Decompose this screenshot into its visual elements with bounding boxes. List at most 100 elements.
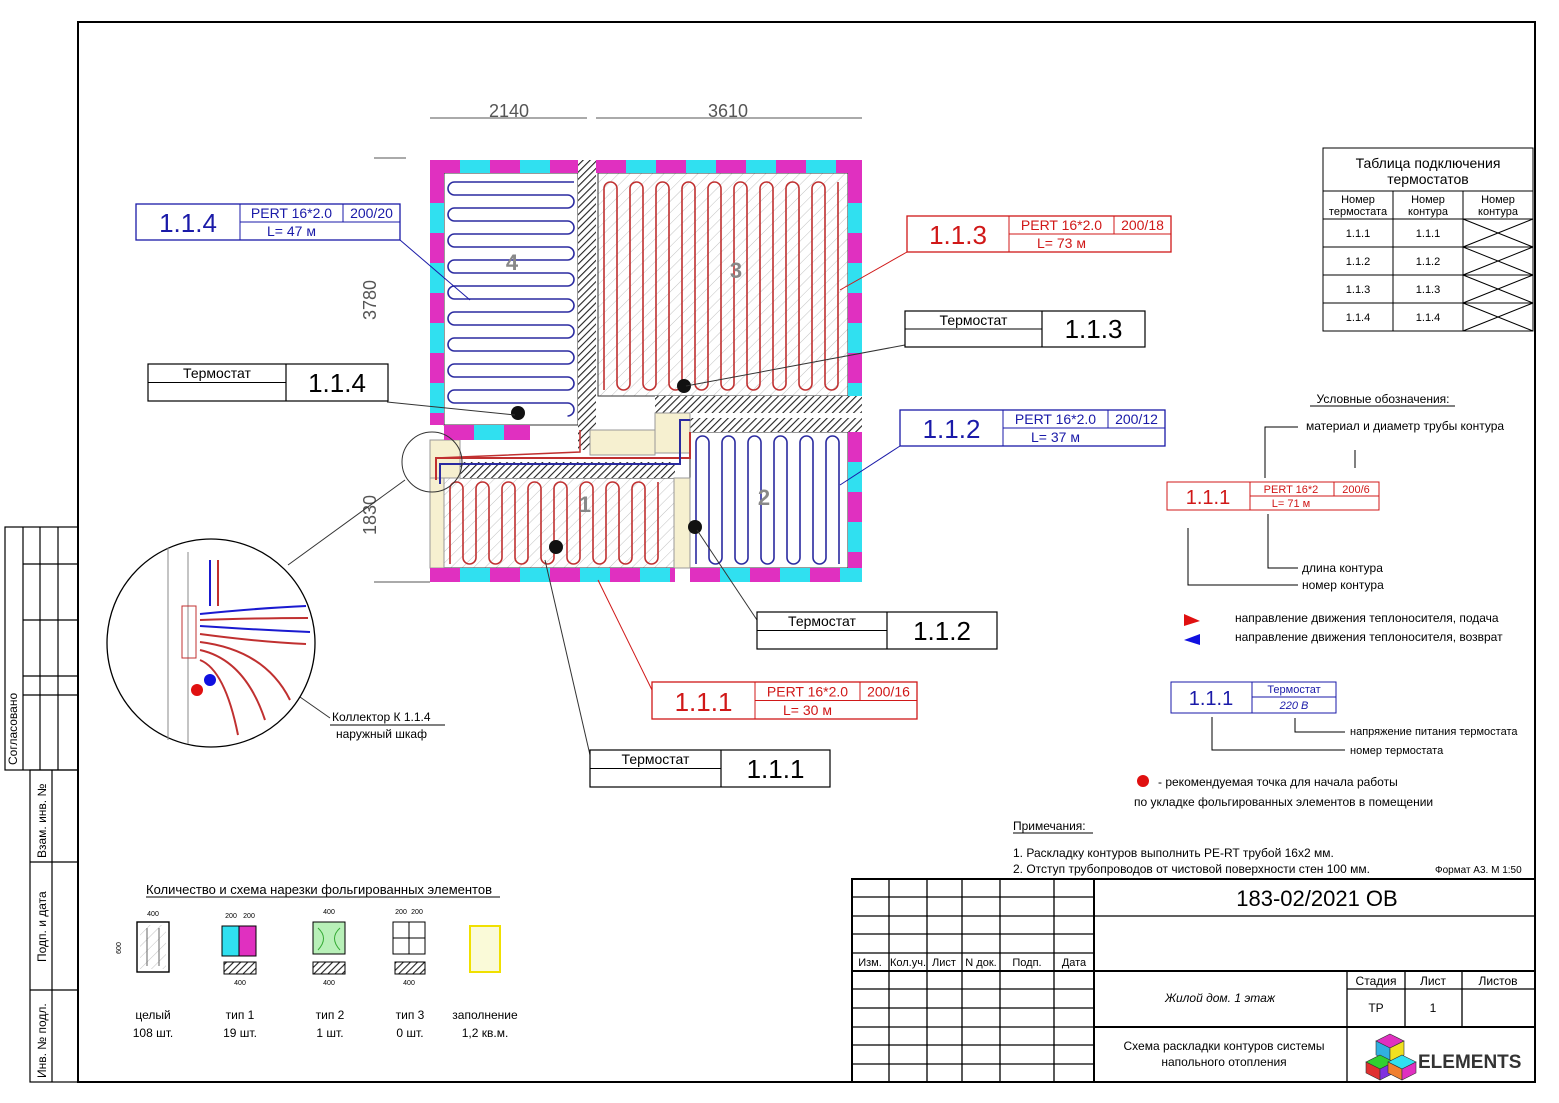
- thermo-table-cell: 1.1.2: [1346, 256, 1370, 268]
- foil-strip-segment: [848, 323, 862, 353]
- legend-sample-id: 1.1.1: [1186, 487, 1230, 509]
- foil-strip-segment: [670, 568, 675, 582]
- dim-top-left: 2140: [489, 101, 529, 121]
- thermostat-id: 1.1.1: [747, 754, 805, 784]
- side-inv-zam-label: Взам. инв. №: [35, 784, 49, 858]
- circuit-pipe: PERT 16*2.0: [251, 205, 332, 221]
- foil-strip-segment: [430, 353, 444, 383]
- svg-text:200: 200: [243, 913, 255, 920]
- foil-strip-segment: [656, 160, 686, 173]
- foil-strip-segment: [716, 160, 746, 173]
- dim-left-top: 3780: [360, 280, 380, 320]
- legend-contour-length: длина контура: [1302, 561, 1383, 575]
- stamp-column-header: Кол.уч.: [890, 957, 926, 969]
- legend-thermostat-box: [1170, 681, 1337, 714]
- foil-strip-segment: [430, 293, 444, 323]
- collector-detail: [106, 538, 316, 748]
- pipe-loop-room-2: [695, 435, 840, 565]
- foil-strip-segment: [780, 568, 810, 582]
- foil-strip-segment: [810, 568, 840, 582]
- legend-start-point-1: - рекомендуемая точка для начала работы: [1158, 775, 1398, 789]
- svg-text:200: 200: [411, 909, 423, 916]
- format-note: Формат А3. М 1:50: [1435, 865, 1522, 876]
- foil-strip-segment: [720, 568, 750, 582]
- foil-strip-segment: [848, 263, 862, 293]
- wall-block: [655, 396, 862, 413]
- leader-lines: [287, 239, 908, 756]
- foil-border-strips: [430, 160, 862, 582]
- foil-strip-segment: [520, 568, 550, 582]
- svg-text:600: 600: [116, 942, 123, 954]
- stamp-column-header: Дата: [1062, 957, 1087, 969]
- stamp-column-header: Изм.: [858, 957, 882, 969]
- foil-element-name: целый: [135, 1008, 170, 1022]
- collector-label-1: Коллектор К 1.1.4: [332, 710, 431, 724]
- room-3-area: [597, 172, 849, 397]
- filler-strip: [589, 429, 656, 456]
- foil-strip-segment: [430, 203, 444, 233]
- thermostat-sensor-1-1-1: [549, 540, 563, 554]
- thermostat-label: Термостат: [788, 613, 856, 629]
- foil-strip-segment: [848, 293, 862, 323]
- notes-title: Примечания:: [1013, 819, 1086, 833]
- foil-element-filler: [469, 925, 501, 973]
- pipe-loop-room-1: [449, 481, 659, 565]
- foil-strip-segment: [580, 568, 610, 582]
- foil-strip-segment: [626, 160, 656, 173]
- stamp-code: 183-02/2021 ОВ: [1236, 886, 1397, 911]
- stamp-column-header: Лист: [932, 957, 956, 969]
- thermo-table-cell: 1.1.2: [1416, 256, 1440, 268]
- svg-text:400: 400: [403, 980, 415, 987]
- foil-strip-segment: [520, 160, 550, 173]
- wall-block: [690, 418, 862, 432]
- pipe-loop-room-3: [603, 181, 839, 391]
- foil-strip-segment: [848, 522, 862, 552]
- foil-strip-segment: [444, 425, 474, 440]
- supply-arrow-icon: [1184, 614, 1200, 626]
- legend-material: материал и диаметр трубы контура: [1306, 419, 1504, 433]
- legend-sample-length: L= 71 м: [1272, 498, 1310, 510]
- foil-strip-segment: [776, 160, 806, 173]
- wall-block: [460, 462, 675, 478]
- foil-strip-segment: [430, 173, 444, 203]
- circuit-pipe: PERT 16*2.0: [1021, 217, 1102, 233]
- foil-element-name: тип 2: [316, 1008, 345, 1022]
- foil-element-name: тип 1: [226, 1008, 255, 1022]
- circuit-step: 200/18: [1121, 217, 1164, 233]
- foil-element-count: 0 шт.: [396, 1026, 423, 1040]
- foil-element-count: 1 шт.: [316, 1026, 343, 1040]
- foil-strip-segment: [836, 160, 862, 173]
- note-2: 2. Отступ трубопроводов от чистовой пове…: [1013, 862, 1370, 876]
- dimension-lines: [374, 117, 862, 583]
- stamp-sheet-header: Лист: [1420, 974, 1447, 988]
- side-stamp: [4, 526, 79, 1083]
- foil-strip-segment: [596, 160, 626, 173]
- foil-strip-segment: [460, 568, 490, 582]
- foil-element-name: тип 3: [396, 1008, 425, 1022]
- legend-sample-leaders: [1187, 426, 1356, 751]
- thermo-table-header: контура: [1408, 206, 1449, 218]
- legend-sample-box: [1166, 481, 1380, 511]
- foil-strip-segment: [848, 173, 862, 203]
- circuit-id: 1.1.1: [675, 687, 733, 717]
- elements-title: Количество и схема нарезки фольгированны…: [146, 882, 492, 897]
- foil-strip-segment: [430, 233, 444, 263]
- foil-strip-segment: [746, 160, 776, 173]
- foil-strip-segment: [550, 568, 580, 582]
- table-cross-line: [1462, 218, 1534, 248]
- legend-th-id: 1.1.1: [1189, 688, 1233, 710]
- return-main-line: [439, 419, 690, 484]
- foil-strip-segment: [806, 160, 836, 173]
- legend-th-voltage: 220 В: [1279, 700, 1309, 712]
- foil-strip-segment: [430, 383, 444, 413]
- foil-element-count: 1,2 кв.м.: [462, 1026, 509, 1040]
- legend-flow-return: направление движения теплоносителя, возв…: [1235, 630, 1503, 644]
